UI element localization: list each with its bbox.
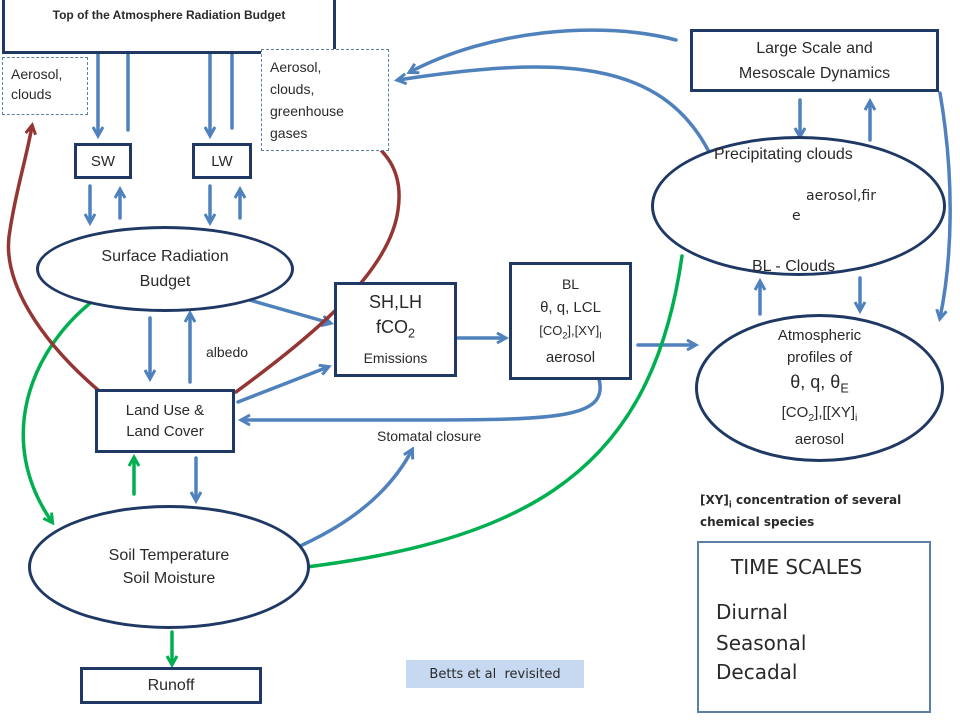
- atm-line1: Atmospheric: [777, 327, 862, 345]
- bl-box: BL θ, q, LCL [CO2],[XY]I aerosol: [509, 262, 632, 380]
- arrow-landuse-to-ghg-decadal: [234, 130, 401, 394]
- arrow-largescale-to-atm: [940, 91, 952, 318]
- atm-co2-mid: ],[[XY]: [814, 403, 856, 421]
- atm-theta: θ, q, θ: [790, 372, 841, 393]
- aerosol-ghg-line3: greenhouse: [270, 103, 344, 119]
- legend-title: TIME SCALES: [731, 555, 863, 579]
- atm-line4: [CO2],[[XY]i: [782, 402, 858, 429]
- bl-clouds-label: BL - Clouds: [752, 258, 835, 275]
- aerosol-ghg-box: Aerosol, clouds, greenhouse gases: [261, 49, 389, 151]
- aerosol-ghg-line2: clouds,: [270, 81, 315, 97]
- land-use-box: Land Use & Land Cover: [95, 389, 235, 453]
- atm-line5: aerosol: [794, 430, 845, 448]
- fco2-line: fCO2: [376, 314, 415, 347]
- soil-line2: Soil Moisture: [122, 570, 216, 587]
- large-scale-line2: Mesoscale Dynamics: [738, 64, 891, 82]
- bl-co2-prefix: [CO: [539, 322, 563, 338]
- xy-note-prefix: [XY]: [700, 493, 729, 507]
- aerosol-fire-line1: aerosol,fir: [806, 188, 876, 204]
- xy-note-sub: i: [728, 499, 732, 510]
- stomatal-label: Stomatal closure: [377, 428, 482, 444]
- aerosol-clouds-line1: Aerosol,: [11, 66, 63, 82]
- bl-co2-sub: 2: [562, 330, 568, 341]
- arrow-precip-to-ghg: [398, 65, 710, 152]
- aerosol-clouds-box: Aerosol, clouds: [2, 57, 88, 115]
- arrow-landuse-to-shlh: [236, 367, 328, 404]
- surface-radiation-line2: Budget: [139, 273, 191, 290]
- emissions-label: Emissions: [363, 349, 428, 366]
- arrow-largescale-to-ghg: [410, 28, 678, 72]
- fco2-sub: 2: [408, 326, 416, 341]
- toa-label: Top of the Atmosphere Radiation Budget: [52, 8, 286, 22]
- sh-lh-line1: SH,LH: [368, 292, 422, 313]
- legend-diurnal-label: Diurnal: [716, 600, 788, 624]
- credit-label: Betts et al revisited: [429, 666, 561, 682]
- atm-profiles-oval: Atmospheric profiles of θ, q, θE [CO2],[…: [695, 314, 944, 462]
- legend-seasonal-label: Seasonal: [716, 631, 807, 655]
- arrow-precip-to-soil-seasonal: [240, 254, 684, 574]
- soil-oval: Soil Temperature Soil Moisture: [28, 505, 310, 629]
- atm-line2: profiles of: [786, 349, 853, 367]
- atm-theta-sub: E: [840, 381, 849, 396]
- runoff-label: Runoff: [147, 676, 195, 694]
- land-use-line1: Land Use &: [125, 402, 205, 419]
- surface-radiation-line1: Surface Radiation: [101, 248, 229, 265]
- arrow-bl-to-landuse: [242, 374, 602, 420]
- land-use-line2: Land Cover: [126, 423, 204, 440]
- xy-note: [XY]i concentration of several chemical …: [700, 491, 901, 531]
- clouds-oval: [651, 136, 946, 276]
- arrow-surface-to-soil-seasonal: [21, 298, 96, 522]
- bl-line2: θ, q, LCL: [540, 298, 601, 316]
- legend-box: [697, 541, 931, 713]
- atm-co2-sub: 2: [808, 411, 815, 424]
- aerosol-fire-line2: e: [792, 208, 801, 224]
- soil-line1: Soil Temperature: [108, 547, 230, 564]
- sw-box: SW: [74, 143, 132, 179]
- xy-note-text2: chemical species: [700, 515, 815, 530]
- runoff-box: Runoff: [80, 667, 262, 704]
- atm-co2-prefix: [CO: [781, 403, 809, 421]
- legend-decadal-label: Decadal: [716, 660, 798, 684]
- bl-co2-mid: ],[XY]: [567, 322, 600, 338]
- bl-co2-sub2: I: [599, 330, 602, 341]
- atm-co2-sub2: i: [855, 411, 858, 424]
- sw-label: SW: [90, 152, 116, 170]
- bl-line4: aerosol: [545, 349, 596, 367]
- atm-line3: θ, q, θE: [790, 369, 848, 402]
- surface-radiation-oval: Surface Radiation Budget: [36, 226, 294, 312]
- precip-clouds-label: Precipitating clouds: [714, 146, 853, 163]
- albedo-label: albedo: [206, 344, 249, 360]
- aerosol-clouds-line2: clouds: [11, 86, 52, 102]
- credit-box: Betts et al revisited: [406, 660, 584, 688]
- bl-line3: [CO2],[XY]I: [539, 320, 602, 347]
- aerosol-ghg-line1: Aerosol,: [270, 59, 322, 75]
- toa-radiation-budget-box: Top of the Atmosphere Radiation Budget: [2, 0, 336, 54]
- sh-lh-box: SH,LH fCO2 Emissions: [334, 282, 457, 377]
- arrow-landuse-to-aerosol-decadal: [6, 126, 100, 392]
- large-scale-line1: Large Scale and: [756, 39, 873, 57]
- lw-label: LW: [211, 152, 233, 170]
- xy-note-text1: concentration of several: [731, 493, 902, 507]
- lw-box: LW: [192, 143, 252, 179]
- large-scale-box: Large Scale and Mesoscale Dynamics: [690, 29, 939, 92]
- aerosol-ghg-line4: gases: [270, 125, 308, 141]
- fco2-prefix: fCO: [375, 317, 408, 338]
- bl-line1: BL: [561, 275, 580, 292]
